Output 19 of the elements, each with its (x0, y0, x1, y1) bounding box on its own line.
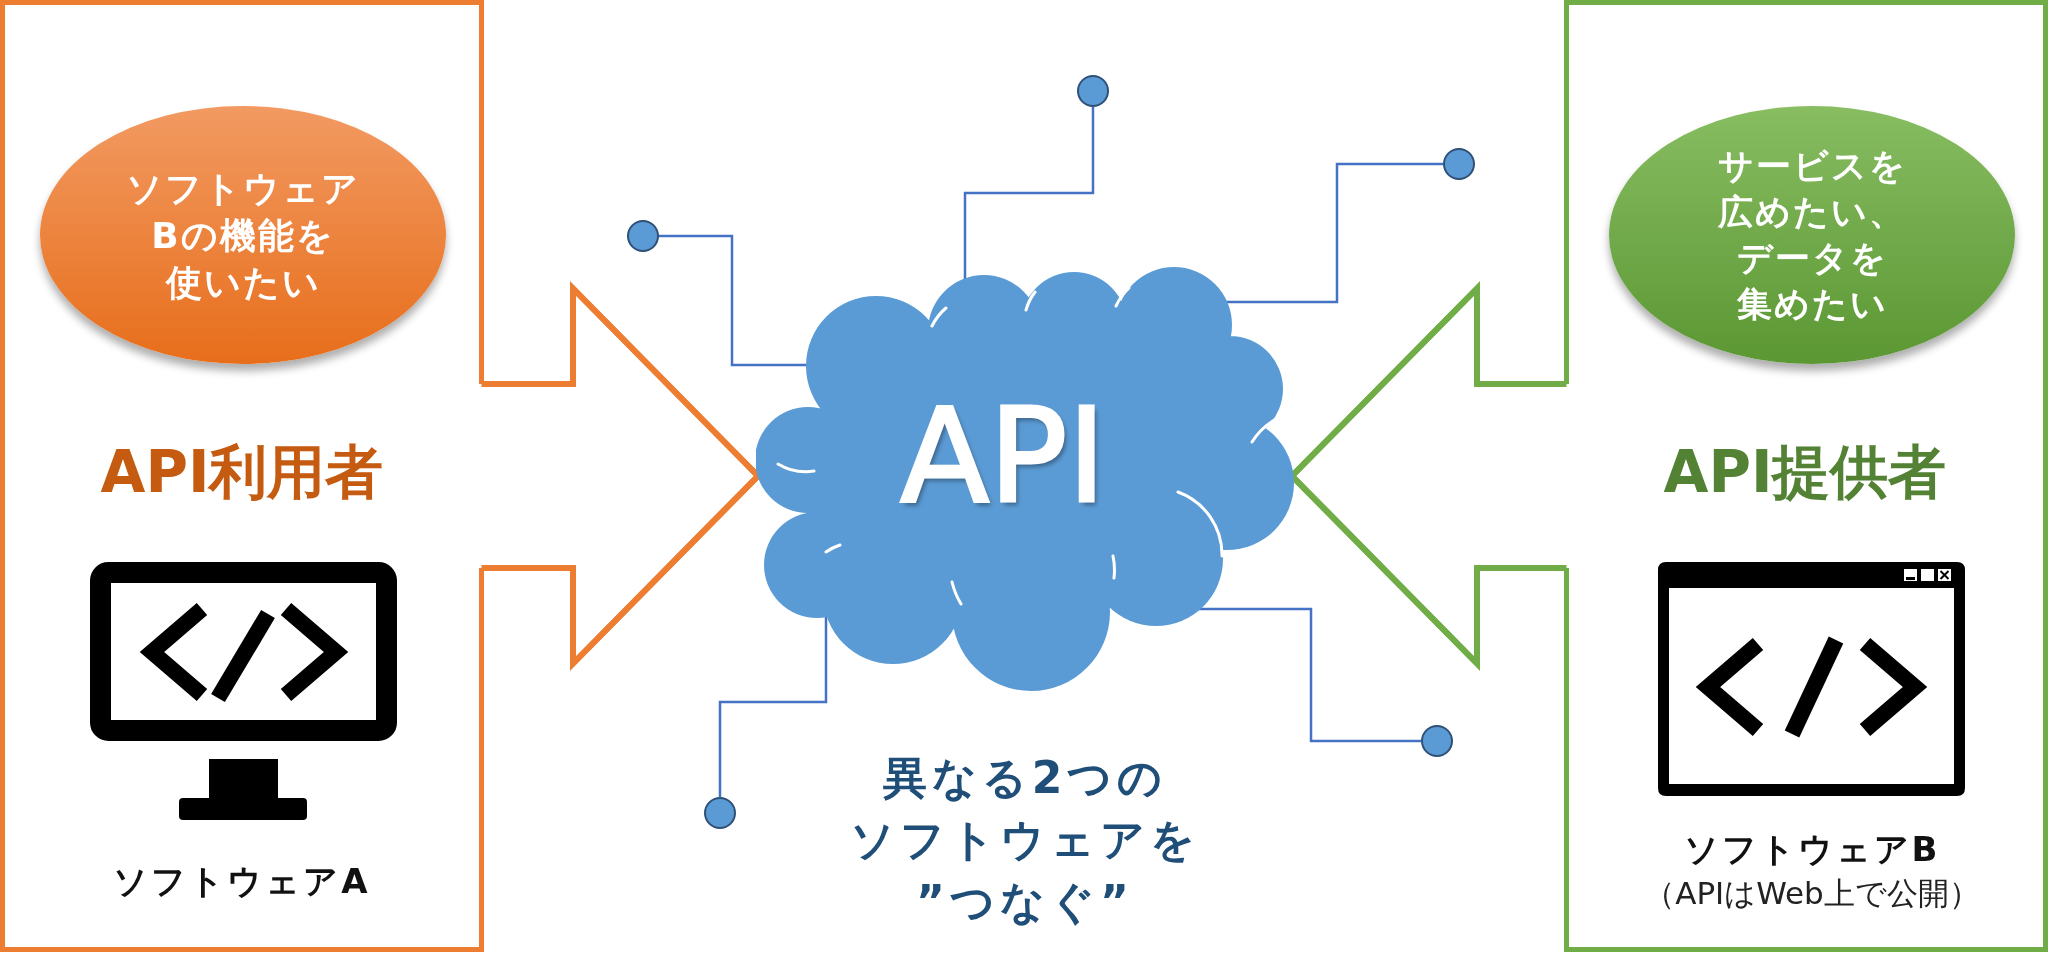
role-heading: API提供者 (1662, 437, 1948, 507)
circuit-line (718, 615, 828, 797)
cloud: API (756, 264, 1294, 691)
circuit-line (1225, 162, 1443, 304)
software-note: （APIはWeb上で公開） (1643, 874, 1981, 913)
dot-icon (1077, 75, 1109, 107)
outlined-panel (1564, 0, 2048, 952)
role-heading: API利用者 (99, 437, 385, 507)
circuit-line (1199, 607, 1421, 743)
dot-icon (704, 797, 736, 829)
dot-icon (1421, 725, 1453, 757)
outlined-panel (0, 0, 484, 952)
ellipse-callout: ソフトウェアBの機能を使いたい (40, 106, 446, 364)
software-label: ソフトウェアA (112, 860, 372, 903)
dot-icon (1443, 148, 1475, 180)
circuit-line (963, 107, 1095, 280)
ellipse-callout: サービスを広めたい、データを集めたい (1609, 106, 2015, 364)
software-label: ソフトウェアB (1682, 828, 1942, 871)
dot-icon (627, 220, 659, 252)
